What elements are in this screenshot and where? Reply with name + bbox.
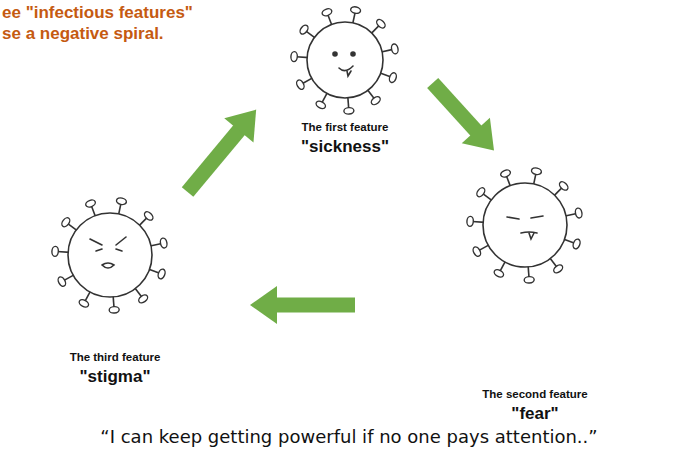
- diagram-title: ee "infectious features" se a negative s…: [2, 2, 202, 45]
- feature-name: "fear": [450, 402, 620, 426]
- arrow-shaft: [276, 298, 355, 313]
- virus-feature-node: The second feature"fear": [450, 155, 620, 426]
- virus-feature-node: The first feature"sickness": [260, 0, 430, 159]
- cycle-arrow: [188, 110, 257, 192]
- cycle-arrow: [433, 83, 494, 151]
- arrow-shaft: [433, 83, 477, 131]
- virus-figure: [52, 197, 168, 313]
- arrow-head: [250, 286, 277, 324]
- arrow-shaft: [188, 130, 240, 192]
- arrow-head: [224, 110, 256, 143]
- virus-feature-node: The third feature"stigma": [25, 195, 205, 389]
- arrow-head: [462, 118, 494, 151]
- virus-figure: [291, 6, 399, 114]
- feature-number: The second feature: [450, 387, 620, 402]
- diagram-caption: “I can keep getting powerful if no one p…: [0, 426, 698, 447]
- virus-figure: [467, 167, 583, 283]
- feature-number: The third feature: [25, 350, 205, 365]
- feature-name: "sickness": [260, 135, 430, 159]
- cycle-arrow: [250, 286, 355, 324]
- feature-number: The first feature: [260, 120, 430, 135]
- feature-name: "stigma": [25, 365, 205, 389]
